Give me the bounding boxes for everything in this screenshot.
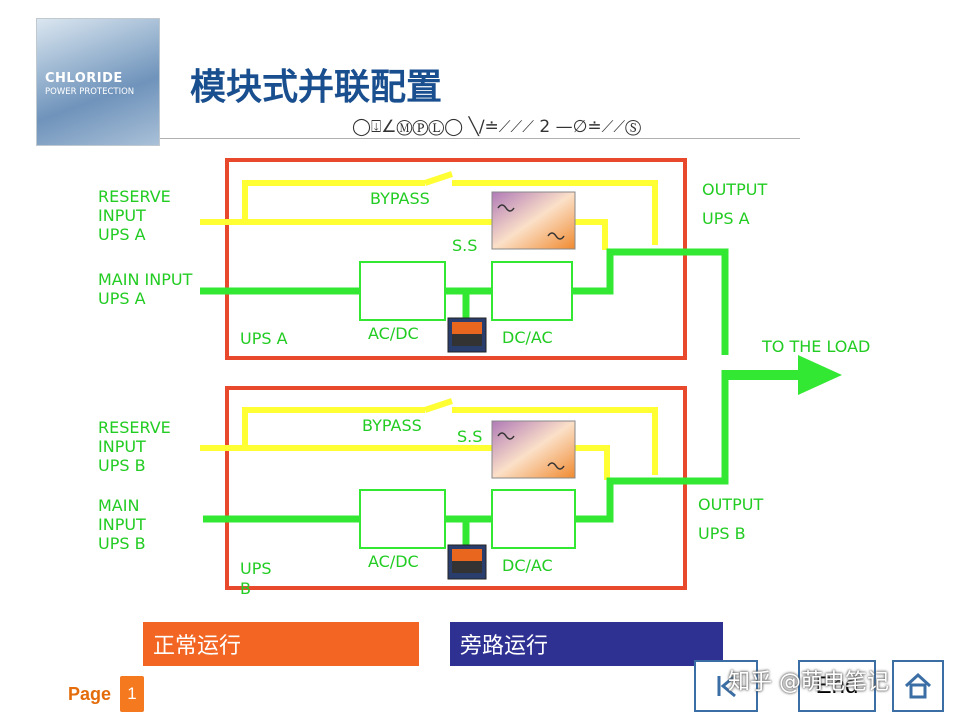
prev-icon	[717, 674, 736, 698]
ups-b-rectifier-box	[359, 489, 446, 549]
home-icon	[904, 672, 932, 699]
sine-wave-icon	[497, 432, 515, 440]
ups-a-reserve-label-2: INPUT	[98, 206, 146, 225]
end-button[interactable]: End	[798, 660, 876, 712]
ups-a-unit-label: UPS A	[240, 329, 288, 348]
ups-b-main-label-2: INPUT	[98, 515, 146, 534]
battery-icon	[447, 544, 487, 580]
ups-b-output-label-2: UPS B	[698, 524, 746, 543]
ups-a-bypass-label: BYPASS	[370, 189, 430, 208]
bypass-operation-button[interactable]: 旁路运行	[450, 622, 723, 666]
ups-a-main-line	[200, 248, 729, 355]
ups-a-output-label-2: UPS A	[702, 209, 750, 228]
ups-b-static-switch	[491, 420, 576, 479]
load-label: TO THE LOAD	[761, 337, 870, 356]
ups-a-static-switch	[491, 191, 576, 250]
ups-b-unit-label-2: B	[240, 579, 251, 598]
sine-wave-icon	[497, 204, 515, 212]
sine-wave-icon	[547, 232, 565, 240]
logo-line1: CHLORIDE	[45, 71, 123, 86]
ups-b-inverter-label: DC/AC	[502, 556, 553, 575]
ups-a-inverter-box	[491, 261, 573, 321]
ups-a-rectifier-label: AC/DC	[368, 324, 419, 343]
home-button[interactable]	[892, 660, 944, 712]
ups-a-main-label-2: UPS A	[98, 289, 146, 308]
symbol-row: ◯⍗∠ⓂⓅⓁ◯ ╲∕≐⟋⟋⟋ 2 —∅≐⟋⟋Ⓢ	[352, 117, 642, 137]
ups-b-main-label-3: UPS B	[98, 534, 146, 553]
svg-text:UPS A: UPS A	[98, 225, 146, 244]
ups-b-reserve-label-2: INPUT	[98, 437, 146, 456]
title-divider	[160, 138, 800, 139]
sine-wave-icon	[547, 462, 565, 470]
page-label: Page	[68, 684, 112, 704]
load-arrow	[725, 355, 842, 395]
svg-text:UPS A: UPS A	[98, 289, 146, 308]
ups-b-bypass-label: BYPASS	[362, 416, 422, 435]
ups-a-main-label-1: MAIN INPUT	[98, 270, 193, 289]
ups-a-frame	[225, 158, 687, 360]
ups-b-unit-label-1: UPS	[240, 559, 272, 578]
ups-b-output-label-1: OUTPUT	[698, 495, 763, 514]
page-number: 1	[120, 676, 144, 712]
ups-b-main-line	[203, 370, 729, 545]
ups-b-frame	[225, 386, 687, 590]
ups-b-reserve-label-1: RESERVE	[98, 418, 171, 437]
svg-text:INPUT: INPUT	[98, 206, 146, 225]
chloride-logo: CHLORIDE POWER PROTECTION	[36, 18, 160, 146]
svg-text:MAIN INPUT: MAIN INPUT	[98, 270, 193, 289]
ups-a-rectifier-box	[359, 261, 446, 321]
ups-a-ss-label: S.S	[452, 236, 477, 255]
ups-a-output-label-1: OUTPUT	[702, 180, 767, 199]
ups-b-reserve-label-3: UPS B	[98, 456, 146, 475]
normal-operation-button[interactable]: 正常运行	[143, 622, 419, 666]
ups-a-bypass-line	[200, 171, 658, 250]
ups-b-main-label-1: MAIN	[98, 496, 139, 515]
ups-b-ss-label: S.S	[457, 427, 482, 446]
ups-b-rectifier-label: AC/DC	[368, 552, 419, 571]
logo-line2: POWER PROTECTION	[45, 87, 135, 97]
page-title: 模块式并联配置	[190, 67, 443, 108]
svg-text:RESERVE: RESERVE	[98, 187, 171, 206]
ups-b-inverter-box	[491, 489, 576, 549]
ups-b-bypass-line	[200, 398, 658, 480]
prev-button[interactable]	[694, 660, 758, 712]
ups-a-reserve-label-3: UPS A	[98, 225, 146, 244]
ups-a-reserve-label-1: RESERVE	[98, 187, 171, 206]
ups-a-inverter-label: DC/AC	[502, 328, 553, 347]
battery-icon	[447, 317, 487, 353]
zhihu-watermark: 知乎 @萌电笔记	[728, 670, 889, 695]
